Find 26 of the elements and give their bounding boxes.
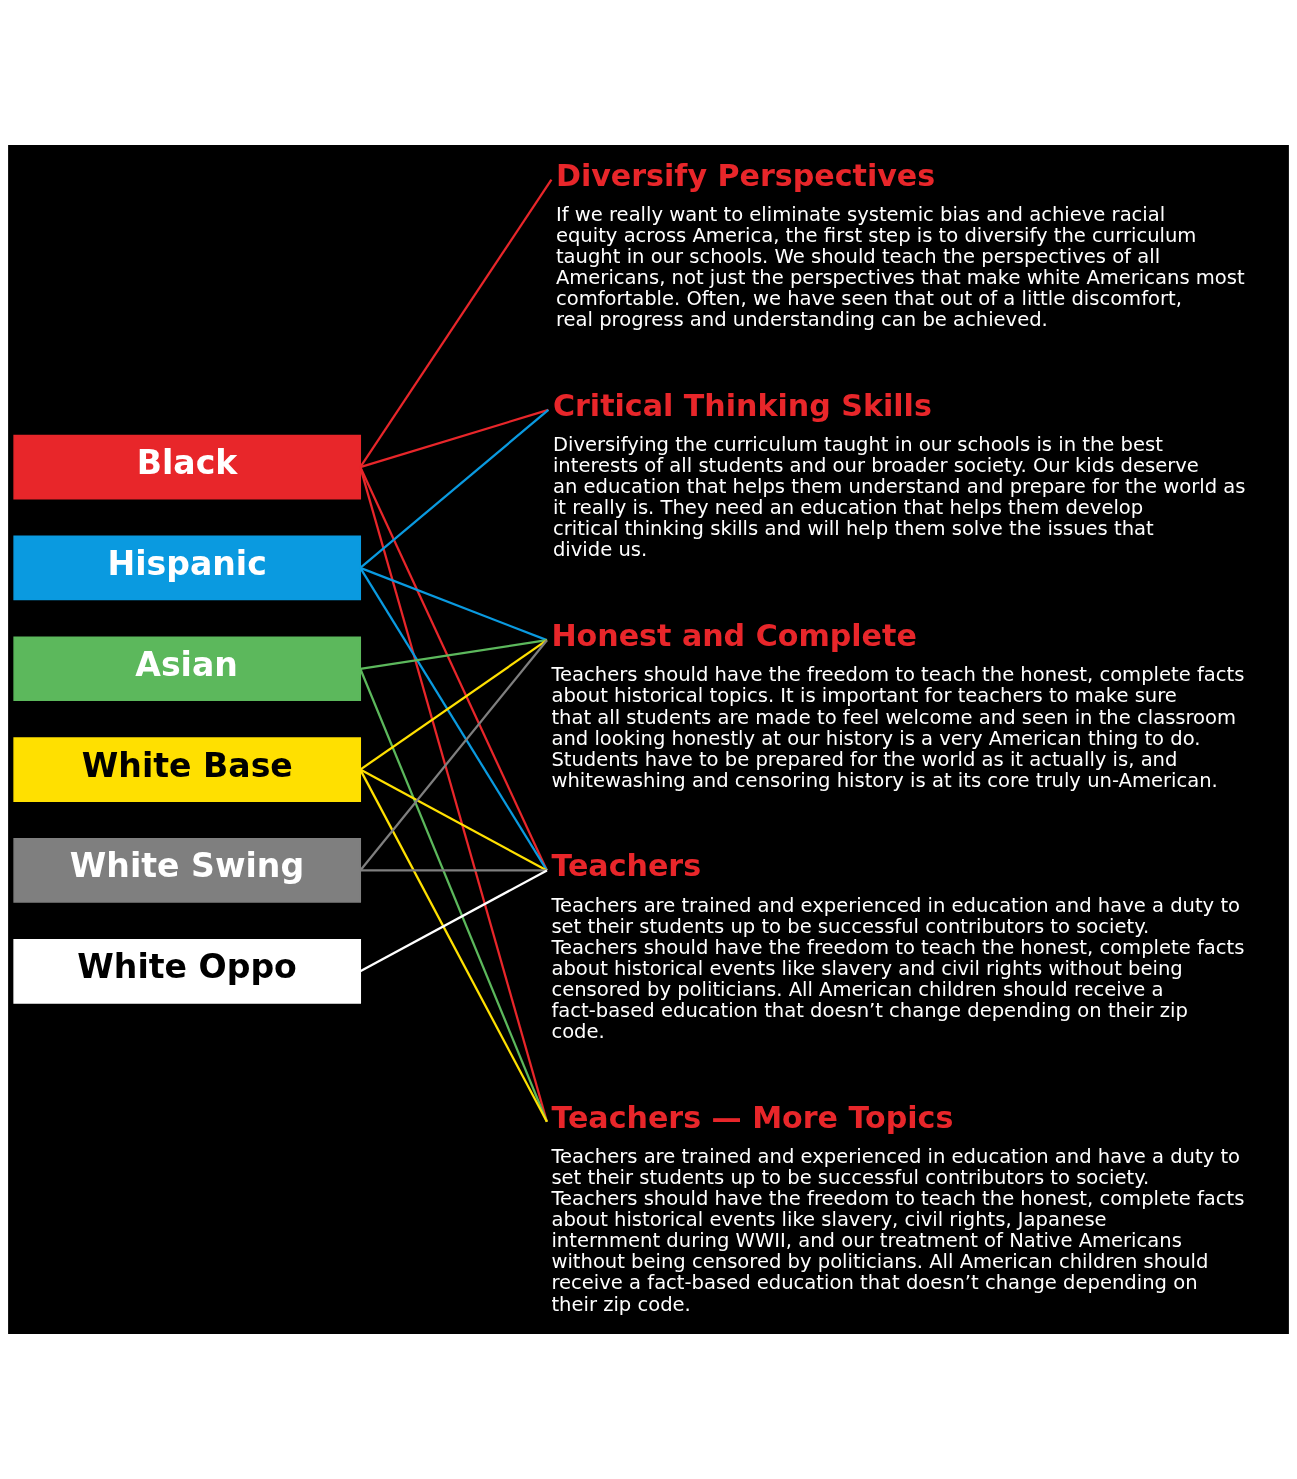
node-box: White Swing — [13, 838, 362, 903]
node-box: Asian — [13, 636, 362, 702]
node-text: Teachers — More Topics Teachers are trained and experienced in education and have a duty to set their students up to be successful contributors to society. Teachers should have the freedom to teach the honest, complete facts about historical events like slavery, civil rights, Japanese internment during WWII, and our treatment of Native Americans without being censored by politicians. All American children should receive a fact-based education that doesn’t change depending on their zip code. — [551, 1099, 1245, 1316]
connector — [360, 639, 548, 670]
connector — [359, 408, 549, 469]
node-box: White Oppo — [13, 938, 362, 1004]
connector — [359, 567, 548, 872]
node-box: Hispanic — [13, 535, 362, 601]
node-text: Critical Thinking Skills Diversifying the curriculum taught in our schools is in the best interests of all students and our broader society. Our kids deserve an education that helps them understand and prepare for the world as it really is. They need an education that helps them develop critical thinking skills and will help them solve the issues that divide us. — [552, 387, 1246, 562]
node-text: Diversify Perspectives If we really want to eliminate systemic bias and achieve racial equity across America, the first step is to diversify the curriculum taught in our schools. We should teach the perspectives of all Americans, not just the perspectives that make white Americans most comfortable. Often, we have seen that out of a little discomfort, real progress and understanding can be achieved. — [555, 157, 1245, 332]
node-box: Black — [13, 434, 362, 500]
connector — [359, 768, 548, 872]
connector — [359, 869, 548, 973]
connector — [359, 466, 548, 1123]
connector — [359, 769, 548, 1123]
connector — [360, 869, 547, 872]
node-box: White Base — [13, 737, 362, 802]
connector — [359, 566, 548, 642]
connector — [359, 179, 553, 468]
node-text: Teachers Teachers are trained and experienced in education and have a duty to set their students up to be successful contributors to society. Teachers should have the freedom to teach the honest, complete facts about historical events like slavery and civil rights without being censored by politicians. All American children should receive a fact-based education that doesn’t change depending on their zip code. — [551, 848, 1245, 1044]
node-text: Honest and Complete Teachers should have the freedom to teach the honest, complete facts about historical topics. It is important for teachers to make sure that all students are made to feel welcome and seen in the classroom and looking honestly at our history is a very American thing to do. Students have to be prepared for the world as it actually is, and whitewashing and censoring history is at its core truly un-American. — [551, 618, 1245, 792]
connector — [359, 409, 550, 569]
connector — [359, 639, 548, 872]
connector — [359, 668, 548, 1123]
connector — [359, 639, 548, 771]
connector — [359, 466, 548, 871]
